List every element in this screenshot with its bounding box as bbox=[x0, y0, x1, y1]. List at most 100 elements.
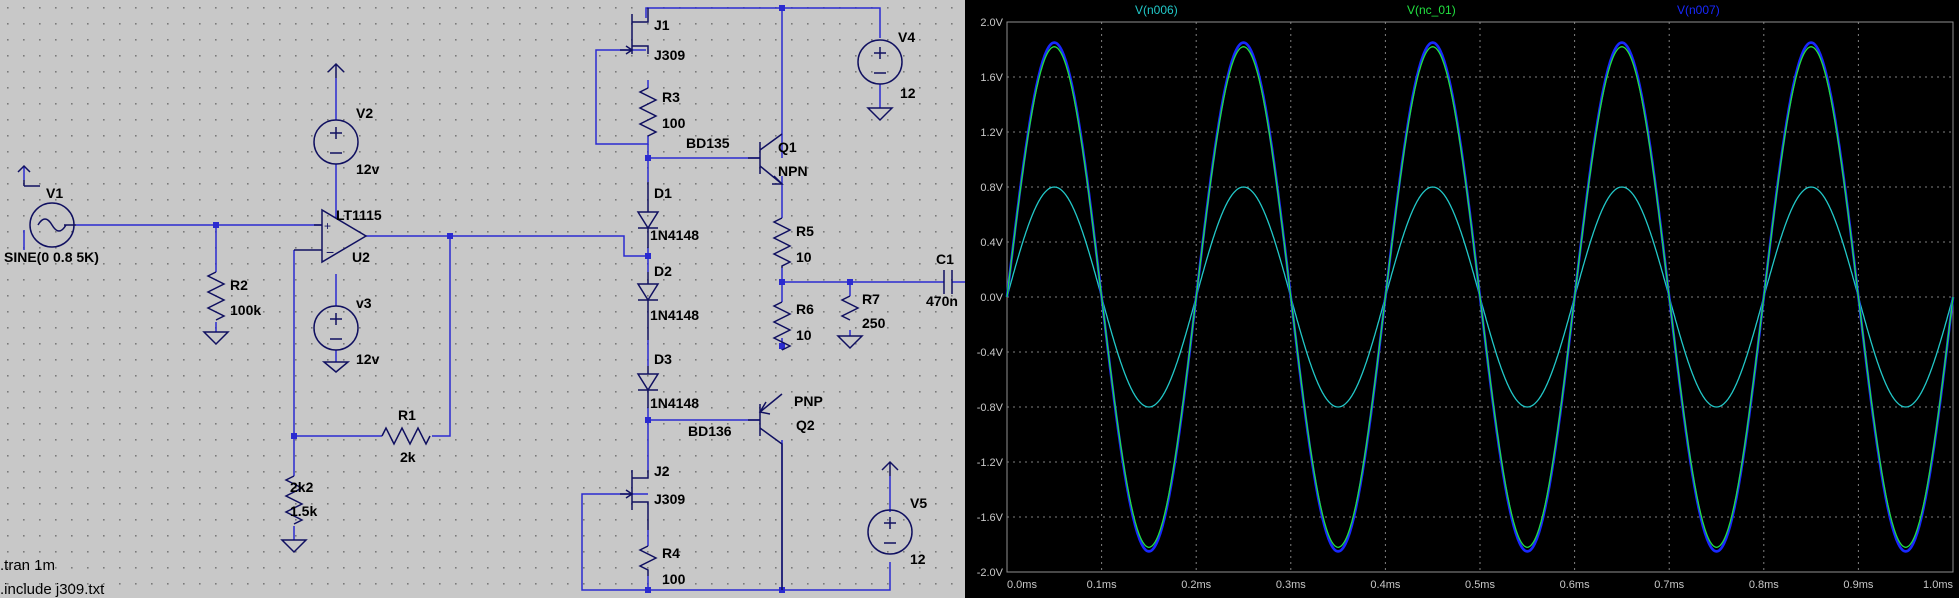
r4-value-label: 100 bbox=[662, 571, 686, 587]
r1-ref-label: R1 bbox=[398, 407, 416, 423]
v3-ref-label: v3 bbox=[356, 295, 372, 311]
y-tick-label: -2.0V bbox=[977, 567, 1004, 579]
y-tick-label: -1.6V bbox=[977, 512, 1004, 524]
x-tick-label: 0.6ms bbox=[1560, 579, 1590, 591]
v2-source-symbol[interactable] bbox=[313, 62, 359, 165]
r3-ref-label: R3 bbox=[662, 89, 680, 105]
spice-directives: .tran 1m .include j309.txt bbox=[0, 557, 105, 598]
u2-value-label: LT1115 bbox=[336, 207, 382, 223]
r5-ref-label: R5 bbox=[796, 223, 814, 239]
v1-source-symbol[interactable] bbox=[17, 164, 76, 248]
schematic-canvas[interactable]: + − bbox=[0, 0, 965, 598]
schematic-editor[interactable]: + − bbox=[0, 0, 965, 598]
v5-value-label: 12 bbox=[910, 551, 926, 567]
y-tick-label: -0.8V bbox=[977, 402, 1004, 414]
q2-pnp-transistor-symbol[interactable] bbox=[748, 393, 783, 590]
y-tick-label: 1.2V bbox=[980, 127, 1003, 139]
j2-ref-label: J2 bbox=[654, 463, 670, 479]
d1-diode-symbol[interactable] bbox=[636, 182, 660, 248]
q1-npn-transistor-symbol[interactable] bbox=[748, 133, 784, 185]
v3-source-symbol[interactable] bbox=[313, 305, 359, 373]
include-directive[interactable]: .include j309.txt bbox=[0, 581, 105, 598]
r2-resistor-symbol[interactable] bbox=[202, 271, 230, 346]
d1-ref-label: D1 bbox=[654, 185, 672, 201]
y-tick-label: 1.6V bbox=[980, 72, 1003, 84]
r2-ref-label: R2 bbox=[230, 277, 248, 293]
c1-capacitor-symbol[interactable] bbox=[943, 270, 953, 294]
d2-diode-symbol[interactable] bbox=[636, 272, 660, 340]
r5-value-label: 10 bbox=[796, 249, 812, 265]
q1-ref-label: Q1 bbox=[778, 139, 797, 155]
v2-ref-label: V2 bbox=[356, 105, 373, 121]
j1-value-label: J309 bbox=[654, 47, 685, 63]
r-2k2-resistor-symbol[interactable] bbox=[280, 475, 308, 554]
x-tick-label: 0.5ms bbox=[1465, 579, 1495, 591]
r6-ref-label: R6 bbox=[796, 301, 814, 317]
x-tick-label: 1.0ms bbox=[1923, 579, 1953, 591]
v1-value-label: SINE(0 0.8 5K) bbox=[4, 249, 99, 265]
d3-ref-label: D3 bbox=[654, 351, 672, 367]
v4-ref-label: V4 bbox=[898, 29, 915, 45]
y-axis-ticks: 2.0V1.6V1.2V0.8V0.4V0.0V-0.4V-0.8V-1.2V-… bbox=[977, 17, 1004, 579]
r2-value-label: 100k bbox=[230, 302, 261, 318]
y-tick-label: 2.0V bbox=[980, 17, 1003, 29]
v2-value-label: 12v bbox=[356, 161, 380, 177]
tran-directive[interactable]: .tran 1m bbox=[0, 557, 55, 574]
waveform-plot[interactable]: 2.0V1.6V1.2V0.8V0.4V0.0V-0.4V-0.8V-1.2V-… bbox=[965, 0, 1959, 598]
y-tick-label: 0.4V bbox=[980, 237, 1003, 249]
trace-layer bbox=[1005, 41, 1955, 553]
r7-value-label: 250 bbox=[862, 315, 886, 331]
q2-ref-label: Q2 bbox=[796, 417, 815, 433]
q2-type-label: PNP bbox=[794, 393, 823, 409]
v5-ref-label: V5 bbox=[910, 495, 927, 511]
legend-entry[interactable]: V(nc_01) bbox=[1407, 3, 1456, 17]
v4-value-label: 12 bbox=[900, 85, 916, 101]
r4-resistor-symbol[interactable] bbox=[638, 545, 658, 576]
y-tick-label: 0.0V bbox=[980, 292, 1003, 304]
d2-ref-label: D2 bbox=[654, 263, 672, 279]
svg-text:−: − bbox=[326, 244, 334, 260]
r6-value-label: 10 bbox=[796, 327, 812, 343]
legend-entry[interactable]: V(n007) bbox=[1677, 3, 1720, 17]
j1-jfet-symbol[interactable] bbox=[620, 8, 649, 55]
r-2k2-ref-label: 2k2 bbox=[290, 479, 314, 495]
r5-resistor-symbol[interactable] bbox=[772, 217, 792, 268]
svg-text:+: + bbox=[324, 219, 331, 233]
r1-value-label: 2k bbox=[400, 449, 416, 465]
schematic-grid bbox=[0, 0, 965, 598]
y-tick-label: -0.4V bbox=[977, 347, 1004, 359]
c1-ref-label: C1 bbox=[936, 251, 954, 267]
d3-value-label: 1N4148 bbox=[650, 395, 699, 411]
trace-legend[interactable]: V(n006) V(nc_01) V(n007) bbox=[1135, 3, 1720, 17]
v5-source-symbol[interactable] bbox=[867, 460, 913, 555]
d3-diode-symbol[interactable] bbox=[636, 366, 660, 408]
plot-background bbox=[965, 0, 1959, 598]
v4-source-symbol[interactable] bbox=[857, 39, 903, 122]
r1-resistor-symbol[interactable] bbox=[381, 426, 431, 446]
legend-entry[interactable]: V(n006) bbox=[1135, 3, 1178, 17]
x-tick-label: 0.3ms bbox=[1276, 579, 1306, 591]
x-tick-label: 0.4ms bbox=[1370, 579, 1400, 591]
q2-model-label: BD136 bbox=[688, 423, 732, 439]
x-tick-label: 0.8ms bbox=[1749, 579, 1779, 591]
r7-resistor-symbol[interactable] bbox=[836, 295, 864, 350]
q1-model-label: BD135 bbox=[686, 135, 730, 151]
r6-resistor-symbol[interactable] bbox=[772, 301, 792, 351]
x-tick-label: 0.1ms bbox=[1087, 579, 1117, 591]
r-2k2-value-label: 1.5k bbox=[290, 503, 317, 519]
j1-ref-label: J1 bbox=[654, 17, 670, 33]
y-tick-label: 0.8V bbox=[980, 182, 1003, 194]
u2-ref-label: U2 bbox=[352, 249, 370, 265]
u2-opamp-symbol[interactable]: + − bbox=[294, 208, 368, 264]
d2-value-label: 1N4148 bbox=[650, 307, 699, 323]
x-tick-label: 0.7ms bbox=[1654, 579, 1684, 591]
wires bbox=[23, 7, 965, 591]
trace-v-nc-01-[interactable] bbox=[1006, 46, 1954, 548]
component-labels: V1 SINE(0 0.8 5K) R2 100k V2 12v v3 12v … bbox=[4, 17, 958, 587]
x-tick-label: 0.0ms bbox=[1007, 579, 1037, 591]
j2-jfet-symbol[interactable] bbox=[620, 470, 649, 530]
r3-resistor-symbol[interactable] bbox=[638, 87, 658, 137]
r3-value-label: 100 bbox=[662, 115, 686, 131]
